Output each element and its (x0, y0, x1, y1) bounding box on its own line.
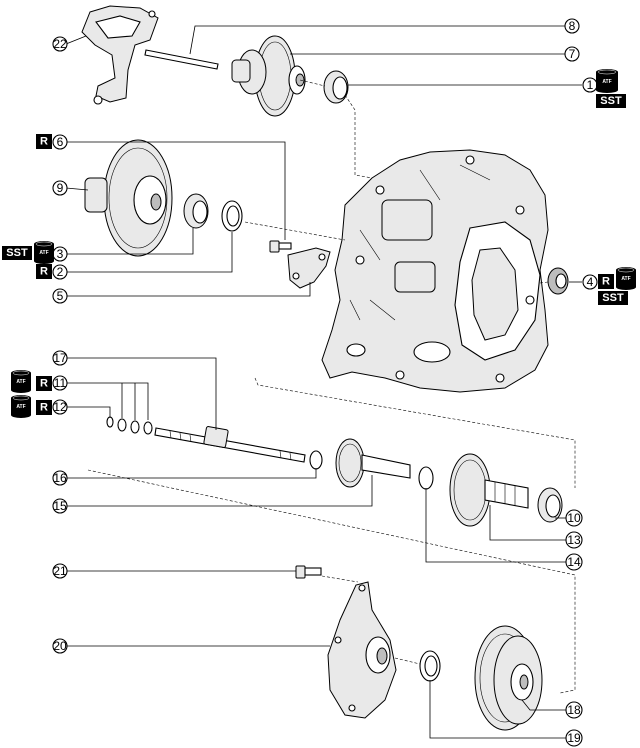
part-8-shaft (144, 49, 219, 70)
svg-text:R: R (40, 266, 48, 278)
svg-text:9: 9 (57, 181, 64, 195)
svg-text:22: 22 (53, 37, 67, 51)
svg-text:2: 2 (57, 265, 64, 279)
badge-r-4: R (598, 274, 614, 289)
callout-1: 1 (582, 77, 598, 93)
atf-icon-1: ATF (596, 69, 618, 93)
callout-6: 6 (52, 134, 68, 150)
badge-r-11: R (36, 376, 52, 391)
svg-text:ATF: ATF (602, 79, 611, 85)
part-15-gear-shaft (335, 438, 411, 488)
callout-5: 5 (52, 288, 68, 304)
part-21-bolt (295, 565, 322, 579)
svg-text:R: R (602, 276, 610, 288)
callout-16: 16 (52, 470, 68, 486)
svg-text:12: 12 (53, 400, 67, 414)
atf-icon-4: ATF (616, 267, 636, 290)
part-13-counter-gear (449, 453, 529, 527)
callout-20: 20 (52, 638, 68, 654)
callout-12: 12 (52, 399, 68, 415)
transaxle-case (321, 149, 549, 393)
callout-4: 4 (582, 274, 598, 290)
svg-text:5: 5 (57, 289, 64, 303)
part-18-clutch-drum (474, 625, 543, 731)
svg-text:20: 20 (53, 639, 67, 653)
badge-sst-3: SST (2, 246, 32, 260)
callout-7: 7 (564, 46, 580, 62)
part-7-gear (231, 35, 306, 117)
svg-text:14: 14 (567, 555, 581, 569)
part-20-housing (327, 581, 397, 719)
part-3-bearing (183, 193, 209, 229)
svg-text:15: 15 (53, 499, 67, 513)
callout-17: 17 (52, 350, 68, 366)
svg-text:ATF: ATF (39, 250, 48, 256)
svg-text:ATF: ATF (16, 379, 25, 385)
assembly-lines (87, 79, 576, 694)
svg-text:17: 17 (53, 351, 67, 365)
svg-text:ATF: ATF (16, 404, 25, 410)
part-11-seal-rings (117, 418, 153, 435)
badge-r-2: R (36, 264, 52, 279)
atf-icon-3: ATF (34, 241, 54, 264)
svg-text:1: 1 (587, 78, 594, 92)
svg-text:R: R (40, 136, 48, 148)
svg-text:18: 18 (567, 703, 581, 717)
part-5-plate (287, 247, 331, 289)
callout-18: 18 (565, 701, 583, 719)
part-14-ring (418, 466, 434, 490)
atf-icon-11: ATF (11, 370, 31, 393)
svg-text:R: R (40, 378, 48, 390)
svg-text:8: 8 (569, 19, 576, 33)
callout-19: 19 (565, 729, 583, 747)
callout-8: 8 (564, 18, 580, 34)
leader-lines (65, 25, 582, 739)
part-10-bearing (537, 487, 563, 523)
svg-text:11: 11 (54, 376, 67, 390)
callout-3: 3 (52, 246, 68, 262)
atf-icon-12: ATF (11, 395, 31, 418)
svg-text:19: 19 (567, 731, 581, 745)
svg-text:7: 7 (569, 47, 576, 61)
svg-text:R: R (40, 402, 48, 414)
callout-22: 22 (52, 36, 68, 52)
badge-sst-4: SST (598, 291, 628, 305)
svg-text:ATF: ATF (621, 276, 630, 282)
badge-r-6: R (36, 134, 52, 149)
part-12-seal-ring (106, 416, 114, 428)
svg-text:SST: SST (602, 292, 624, 304)
svg-text:SST: SST (600, 95, 622, 107)
callout-14: 14 (565, 553, 583, 571)
svg-text:16: 16 (53, 471, 67, 485)
part-16-washer (309, 450, 323, 470)
part-22-cover (81, 5, 159, 105)
svg-text:21: 21 (53, 564, 67, 578)
svg-text:SST: SST (6, 247, 28, 259)
svg-text:3: 3 (57, 247, 64, 261)
part-9-differential (84, 139, 173, 257)
callout-9: 9 (52, 180, 68, 196)
callout-15: 15 (52, 498, 68, 514)
callout-2: 2 (52, 264, 68, 280)
callout-13: 13 (565, 531, 583, 549)
part-19-ring (419, 650, 441, 682)
part-2-shim (221, 200, 243, 232)
callout-11: 11 (52, 375, 68, 391)
svg-text:10: 10 (567, 511, 581, 525)
part-6-bolt (269, 240, 292, 253)
svg-text:4: 4 (587, 275, 594, 289)
callout-21: 21 (52, 563, 68, 579)
part-4-oil-seal (547, 267, 569, 295)
part-1-bearing (323, 70, 349, 104)
callout-10: 10 (565, 509, 583, 527)
part-17-primary-shaft (154, 426, 306, 463)
svg-text:13: 13 (567, 533, 581, 547)
badge-r-12: R (36, 400, 52, 415)
svg-text:6: 6 (57, 135, 64, 149)
badge-sst-1: SST (596, 94, 626, 108)
